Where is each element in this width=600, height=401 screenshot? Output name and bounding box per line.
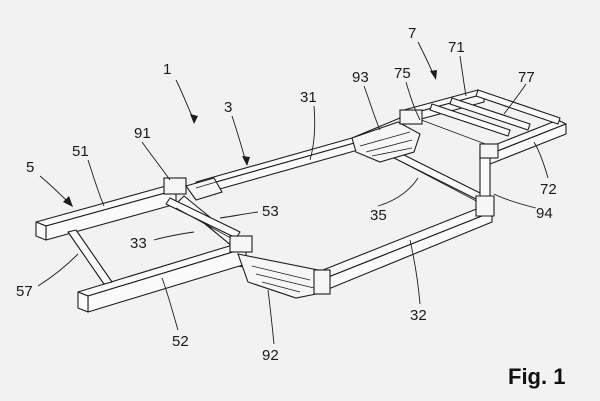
leader-93: [363, 85, 381, 131]
leader-3: [231, 115, 247, 163]
center-rail-32-top: [317, 205, 493, 279]
leader-57: [37, 253, 79, 287]
center-rail-32-side: [325, 211, 493, 291]
node-94: [475, 143, 499, 217]
leader-94: [493, 193, 537, 209]
leader-75: [405, 81, 421, 121]
label-92: 92: [262, 347, 279, 364]
center-cross-35: [393, 151, 487, 203]
label-32: 32: [410, 307, 427, 324]
center-rail-31-top: [195, 137, 359, 187]
rear-module-7: [403, 89, 567, 165]
label-53: 53: [262, 203, 279, 220]
node-91: [163, 177, 223, 201]
leader-77: [503, 83, 527, 115]
label-31: 31: [300, 89, 317, 106]
leader-92: [267, 289, 275, 345]
node-92-web: [237, 253, 327, 299]
label-77: 77: [518, 69, 535, 86]
label-33: 33: [130, 235, 147, 252]
reference-labels: 1 3 5 7 31 32 33 35 51 52 53 57 71 72 75…: [16, 25, 557, 364]
front-module-5: [35, 185, 247, 313]
label-7: 7: [408, 25, 416, 42]
label-3: 3: [224, 99, 232, 116]
front-rail-51-end: [35, 221, 47, 241]
node-93-body: [351, 121, 421, 163]
front-rail-52-end: [77, 291, 89, 313]
leader-35: [377, 177, 419, 207]
node-92-corner: [313, 269, 331, 295]
label-94: 94: [536, 205, 553, 222]
front-cross-57: [67, 229, 113, 285]
node-94-block: [479, 143, 499, 159]
rear-cross-77: [475, 89, 561, 125]
leader-1: [175, 79, 195, 121]
center-rail-31-side: [201, 141, 359, 195]
leader-53: [219, 211, 259, 219]
front-cross-53: [165, 197, 241, 239]
leader-51: [87, 159, 105, 207]
rear-inner-cross-a: [429, 103, 511, 137]
label-71: 71: [448, 39, 465, 56]
rear-floor-line: [415, 117, 497, 149]
label-72: 72: [540, 181, 557, 198]
leader-33: [153, 231, 195, 241]
figure-caption: Fig. 1: [508, 364, 565, 389]
center-cross-35-edge: [401, 161, 483, 205]
leader-91: [141, 141, 171, 181]
node-92-block: [229, 235, 253, 253]
label-35: 35: [370, 207, 387, 224]
node-93: [351, 109, 423, 163]
label-1: 1: [163, 61, 171, 78]
node-92: [229, 235, 331, 299]
node-91-web: [185, 177, 223, 201]
leader-71: [459, 55, 467, 97]
leader-31: [309, 105, 316, 161]
node-91-block: [163, 177, 187, 195]
label-91: 91: [134, 125, 151, 142]
leader-72: [533, 141, 549, 179]
leader-32: [409, 239, 421, 305]
leader-lines: [37, 41, 549, 345]
label-52: 52: [172, 333, 189, 350]
label-93: 93: [352, 69, 369, 86]
rear-inner-cross-b: [449, 97, 531, 131]
label-5: 5: [26, 159, 34, 176]
label-51: 51: [72, 143, 89, 160]
label-57: 57: [16, 283, 33, 300]
node-94-base: [475, 195, 495, 217]
label-75: 75: [394, 65, 411, 82]
front-rail-52-side: [87, 247, 247, 313]
leader-52: [161, 277, 179, 331]
